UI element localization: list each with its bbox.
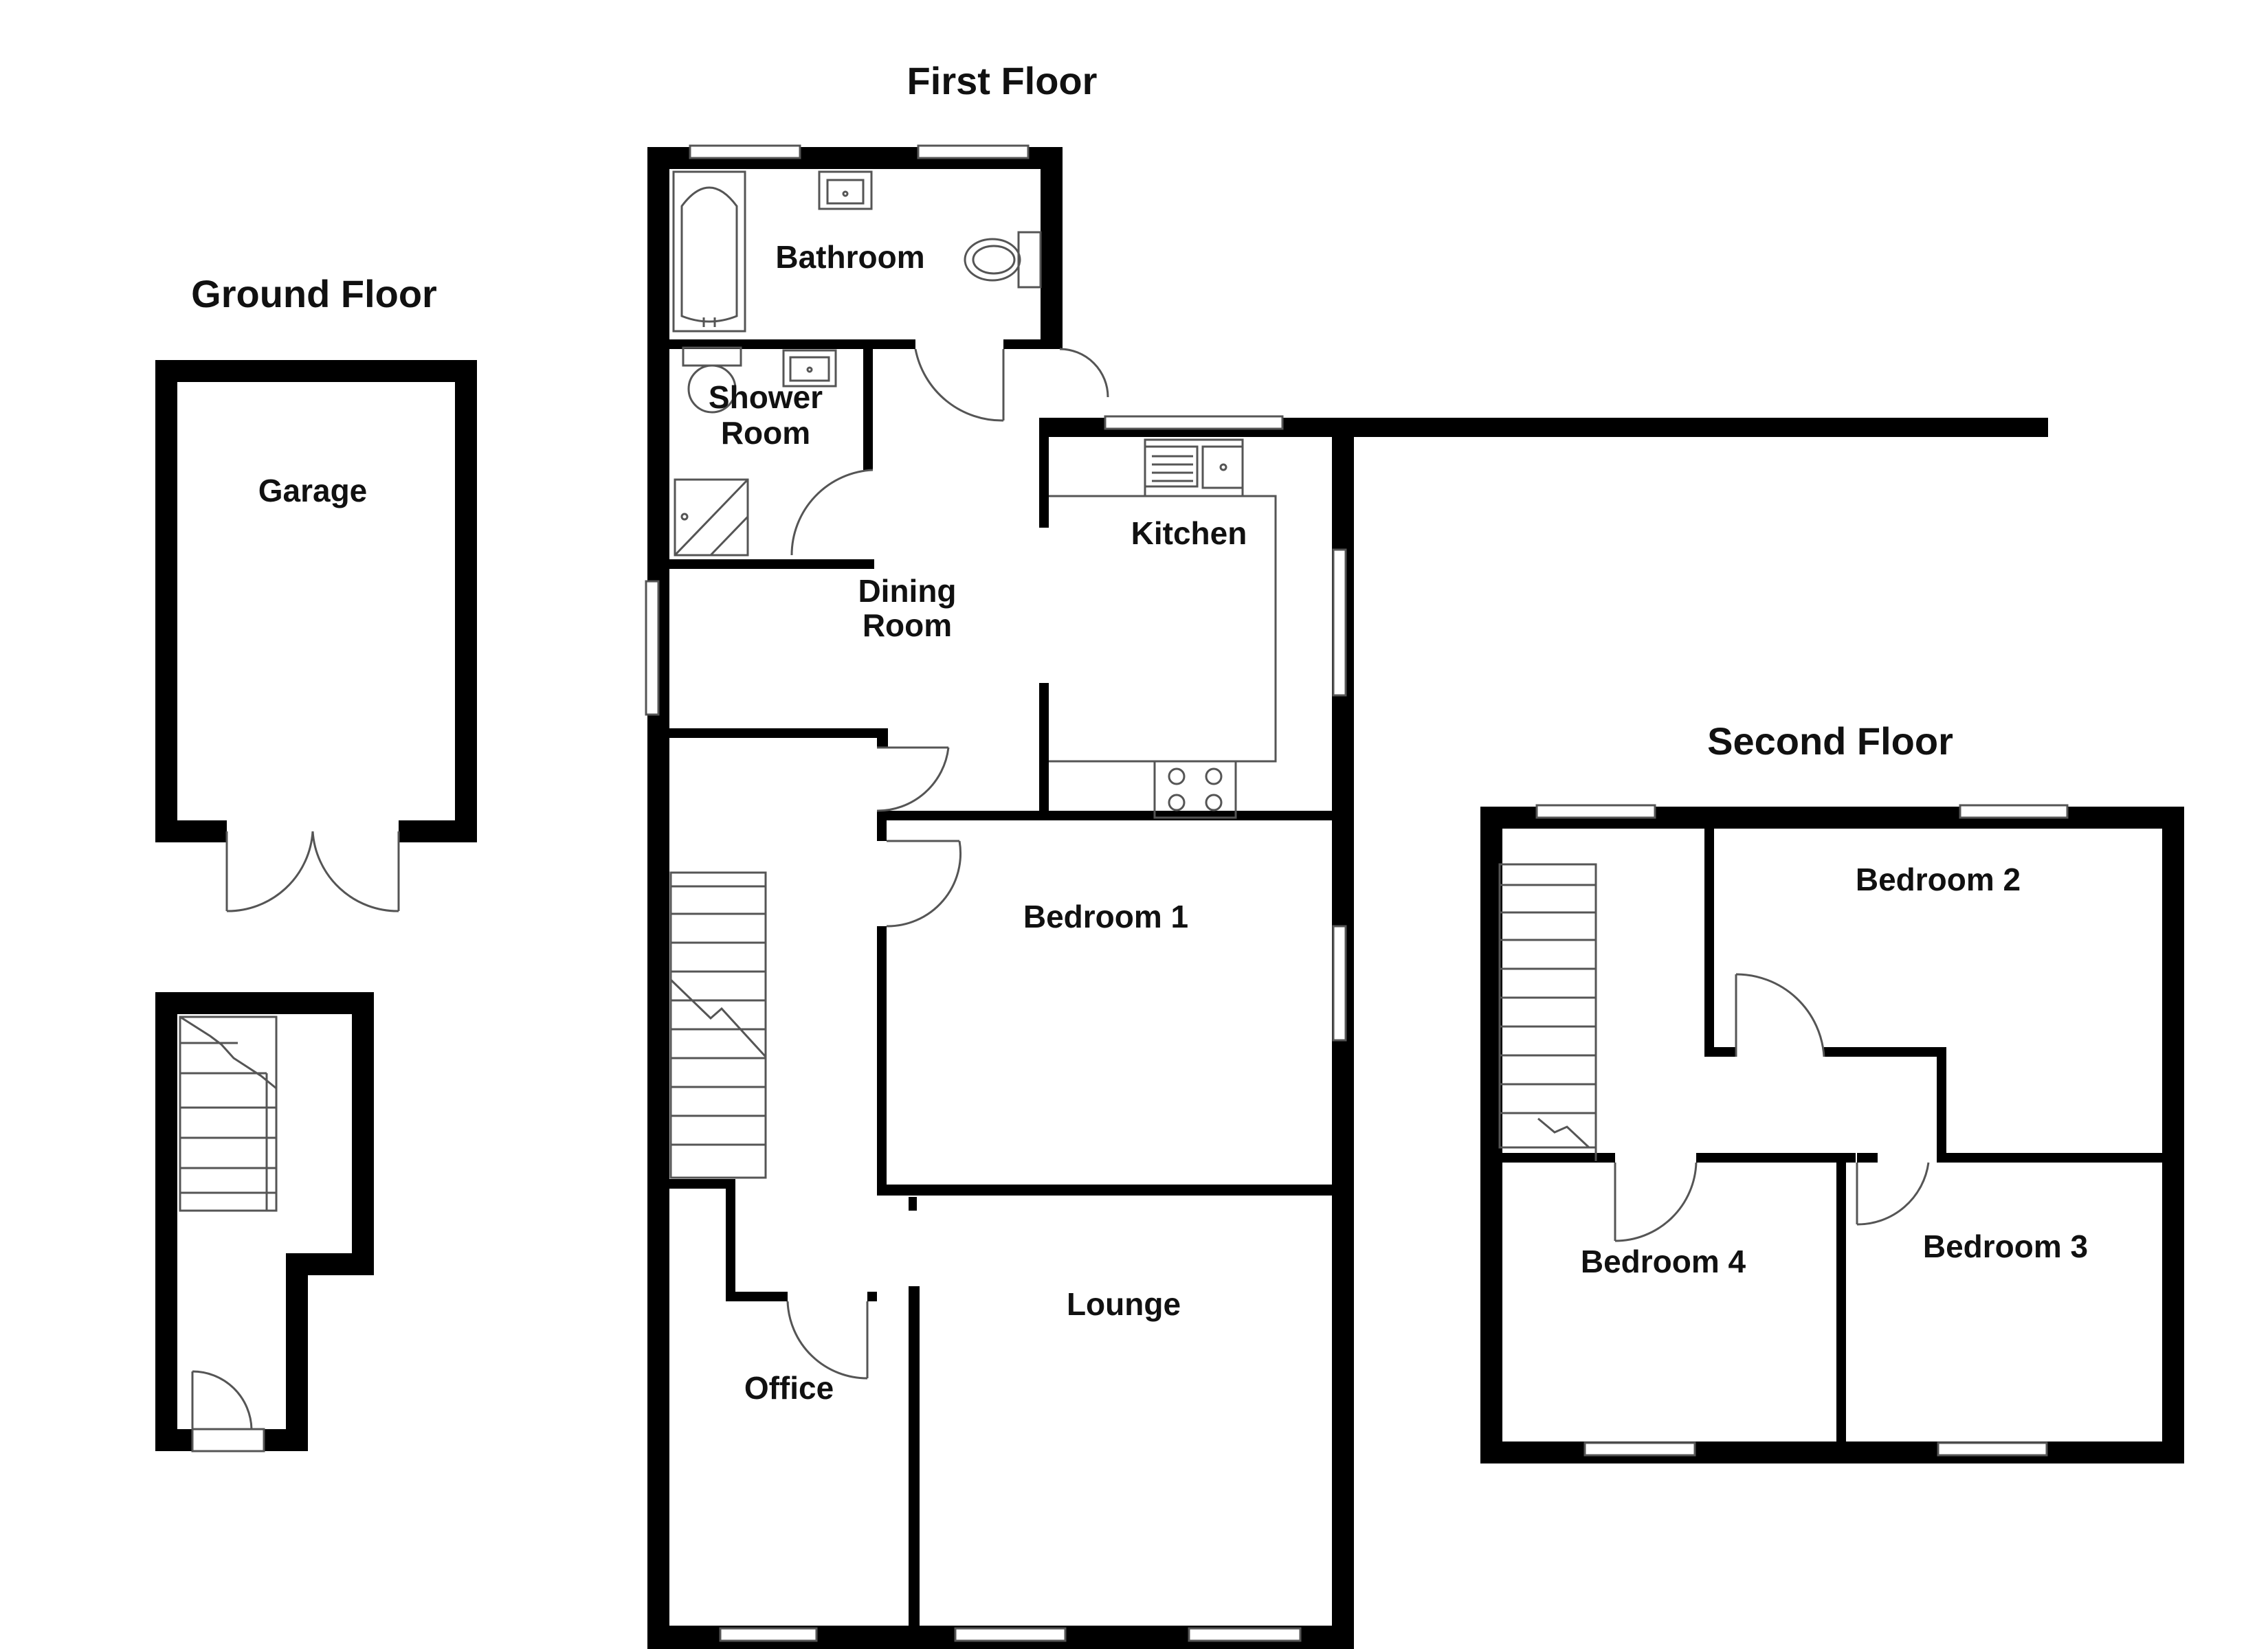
ground-floor-title: Ground Floor — [191, 272, 437, 315]
garage-walls — [155, 360, 477, 842]
stairs-icon — [179, 1016, 278, 1212]
window-icon — [645, 144, 1347, 1642]
office-label: Office — [744, 1370, 834, 1406]
toilet-icon — [964, 231, 1042, 289]
second-floor-walls — [1480, 807, 2184, 1463]
first-floor-plan — [645, 144, 2048, 1649]
shower-tray-icon — [674, 478, 749, 557]
garage-label: Garage — [258, 473, 368, 508]
door-icon — [191, 1370, 265, 1452]
bedroom-1-label: Bedroom 1 — [1023, 899, 1188, 934]
hob-icon — [1153, 760, 1237, 819]
bathroom-label: Bathroom — [775, 239, 924, 275]
dining-room-label-line2: Room — [863, 607, 952, 643]
basin-icon — [782, 349, 837, 388]
bedroom-3-label: Bedroom 3 — [1923, 1229, 2088, 1264]
bedroom-4-label: Bedroom 4 — [1581, 1244, 1746, 1279]
bedroom-2-label: Bedroom 2 — [1856, 862, 2021, 897]
second-floor-plan — [1480, 804, 2184, 1463]
shower-room-label-line2: Room — [721, 415, 810, 451]
ground-floor-plan — [155, 360, 477, 1452]
door-icon — [225, 831, 400, 912]
first-floor-title: First Floor — [907, 59, 1098, 102]
sink-icon — [1144, 445, 1244, 489]
stairs-icon — [1498, 863, 1597, 1161]
kitchen-label: Kitchen — [1131, 515, 1247, 551]
stairs-icon — [669, 871, 767, 1179]
door-icon — [786, 348, 1109, 1380]
shower-room-label-line1: Shower — [709, 379, 823, 415]
basin-icon — [818, 170, 873, 210]
ground-hall-walls — [155, 992, 374, 1451]
toilet-icon — [682, 346, 742, 414]
second-floor-title: Second Floor — [1707, 719, 1953, 763]
dining-room-label-line1: Dining — [858, 573, 956, 609]
window-icon — [1535, 804, 2069, 1457]
bath-icon — [672, 170, 746, 333]
door-icon — [1614, 973, 1930, 1242]
lounge-label: Lounge — [1067, 1286, 1181, 1322]
room-labels: Garage Bathroom Shower Room Dining Room … — [258, 239, 2088, 1406]
